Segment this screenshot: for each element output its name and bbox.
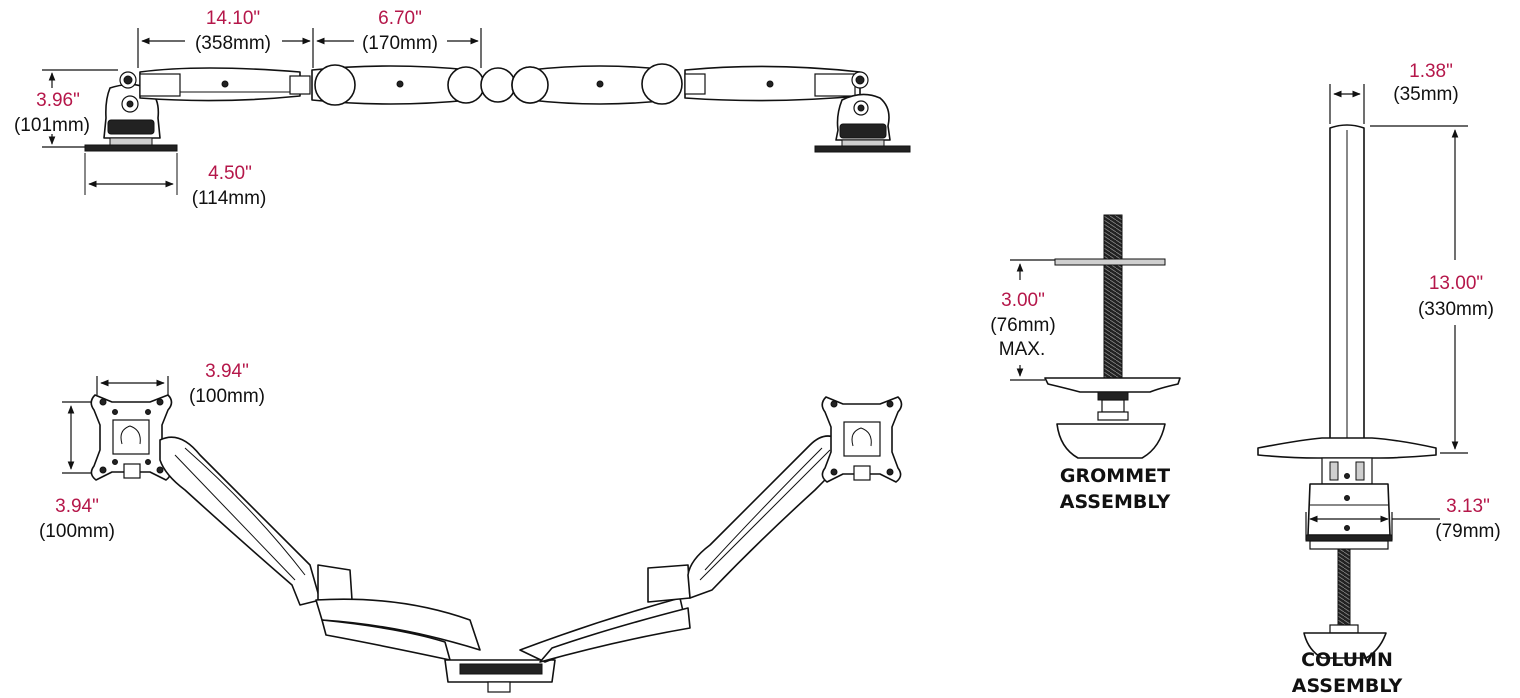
- grommet-max-inch: 3.00": [1001, 290, 1045, 311]
- grommet-max-note: MAX.: [999, 339, 1045, 360]
- front-view-dual-arm: [90, 394, 903, 693]
- vesa-height-inch: 3.94": [55, 496, 99, 517]
- grommet-knob: [1056, 423, 1166, 459]
- left-base-plate: [84, 144, 178, 152]
- clamp-width-mm: (79mm): [1435, 521, 1500, 542]
- top-view-arm: [84, 63, 911, 195]
- vesa-width-inch: 3.94": [205, 361, 249, 382]
- column-height-inch: 13.00": [1429, 273, 1483, 294]
- arm-segment-1-inch: 14.10": [206, 8, 260, 29]
- column-assembly: [1257, 124, 1437, 659]
- dimension-clamp-width: 3.13" (79mm): [1305, 496, 1501, 542]
- right-base-plate: [814, 145, 911, 153]
- clamp-height-inch: 3.96": [36, 90, 80, 111]
- arm-segment-1-mm: (358mm): [195, 33, 271, 54]
- grommet-bottom-plate: [1044, 377, 1181, 393]
- grommet-top-plate: [1054, 258, 1166, 266]
- column-diameter-inch: 1.38": [1409, 61, 1453, 82]
- column-caption-line1: COLUMN: [1301, 649, 1393, 671]
- grommet-max-mm: (76mm): [990, 315, 1055, 336]
- dimension-grommet-max: 3.00" (76mm) MAX.: [990, 259, 1056, 381]
- column-caption-line2: ASSEMBLY: [1292, 675, 1403, 697]
- right-gas-arm: [687, 435, 843, 599]
- dimension-vesa-height: 3.94" (100mm): [39, 401, 115, 542]
- clamp-base-mm: (114mm): [192, 188, 267, 209]
- left-lower-arm: [315, 598, 481, 651]
- dimension-arm-segment-1: 14.10" (358mm): [137, 8, 314, 68]
- column-clamp-screw: [1337, 548, 1351, 626]
- clamp-base-inch: 4.50": [208, 163, 252, 184]
- grommet-caption-line2: ASSEMBLY: [1060, 491, 1171, 513]
- column-base-plate: [1257, 437, 1437, 459]
- grommet-threaded-rod: [1103, 214, 1123, 391]
- vesa-width-mm: (100mm): [189, 386, 265, 407]
- column-diameter-mm: (35mm): [1393, 84, 1458, 105]
- dimension-column-height: 13.00" (330mm): [1370, 125, 1494, 454]
- dimension-clamp-height: 3.96" (101mm): [14, 69, 118, 148]
- left-gas-arm: [159, 436, 321, 606]
- clamp-height-mm: (101mm): [14, 115, 90, 136]
- column-height-mm: (330mm): [1418, 299, 1494, 320]
- dimension-clamp-base: 4.50" (114mm): [88, 163, 267, 209]
- clamp-width-inch: 3.13": [1446, 496, 1490, 517]
- arm-segment-2-mm: (170mm): [362, 33, 438, 54]
- arm-segment-2-inch: 6.70": [378, 8, 422, 29]
- grommet-assembly: [1044, 214, 1181, 459]
- column-clamp-knob: [1303, 632, 1387, 659]
- dimension-vesa-width: 3.94" (100mm): [96, 361, 265, 407]
- grommet-caption-line1: GROMMET: [1060, 465, 1170, 487]
- vesa-height-mm: (100mm): [39, 521, 115, 542]
- dimension-column-diameter: 1.38" (35mm): [1329, 61, 1459, 124]
- dimension-arm-segment-2: 6.70" (170mm): [316, 8, 482, 68]
